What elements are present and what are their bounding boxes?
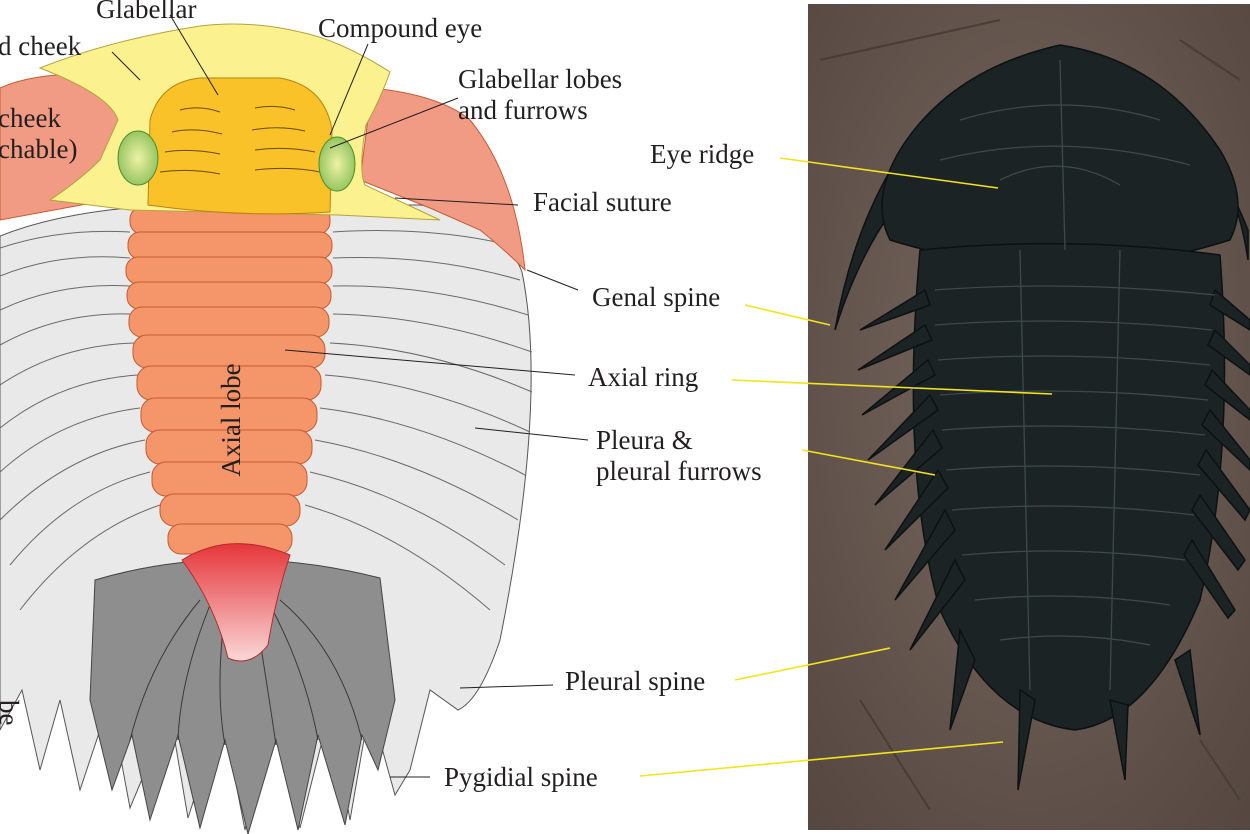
label-glabellar: Glabellar (96, 0, 197, 24)
label-free-cheek: cheek chable) (0, 103, 77, 165)
label-pleura-line2: pleural furrows (596, 456, 762, 487)
label-compound-eye: Compound eye (318, 13, 483, 43)
label-free-cheek-line1: cheek (0, 103, 61, 133)
label-axial-ring: Axial ring (588, 362, 699, 392)
compound-eye-left (117, 130, 159, 186)
axial-terminal-piece (181, 543, 291, 662)
glabella (147, 77, 333, 215)
label-pygidium-fragment: be (0, 700, 24, 726)
label-pleura-line1: Pleura & (596, 425, 693, 455)
fossil-trilobite (834, 44, 1250, 791)
free-cheek-right (359, 87, 526, 272)
label-genal-spine: Genal spine (592, 282, 721, 312)
pleural-furrows (0, 230, 533, 611)
compound-eye-right (318, 136, 356, 192)
fossil-photo (808, 4, 1250, 830)
schematic-trilobite: Axial lobe (0, 23, 533, 834)
label-pleural-spine: Pleural spine (565, 666, 706, 696)
fossil-texture (934, 59, 1216, 691)
label-pygidial-spine: Pygidial spine (444, 762, 598, 792)
label-glabellar-lobes-line1: Glabellar lobes (458, 64, 623, 94)
label-glabellar-lobes-line2: and furrows (458, 95, 588, 126)
label-eye-ridge: Eye ridge (650, 139, 755, 169)
glabellar-furrows (159, 105, 321, 175)
label-glabellar-lobes: Glabellar lobes and furrows (458, 64, 622, 126)
label-fixed-cheek: d cheek (0, 31, 82, 61)
label-free-cheek-line2: chable) (0, 134, 78, 165)
label-facial-suture: Facial suture (533, 187, 672, 217)
axial-lobe-label: Axial lobe (216, 363, 246, 476)
pygidial-furrows (129, 599, 363, 746)
axial-lobe (125, 206, 333, 555)
label-pleura: Pleura & pleural furrows (596, 425, 762, 487)
photo-leaders (639, 157, 1053, 777)
pygidium (89, 559, 396, 834)
diagram-leaders (111, 14, 589, 778)
